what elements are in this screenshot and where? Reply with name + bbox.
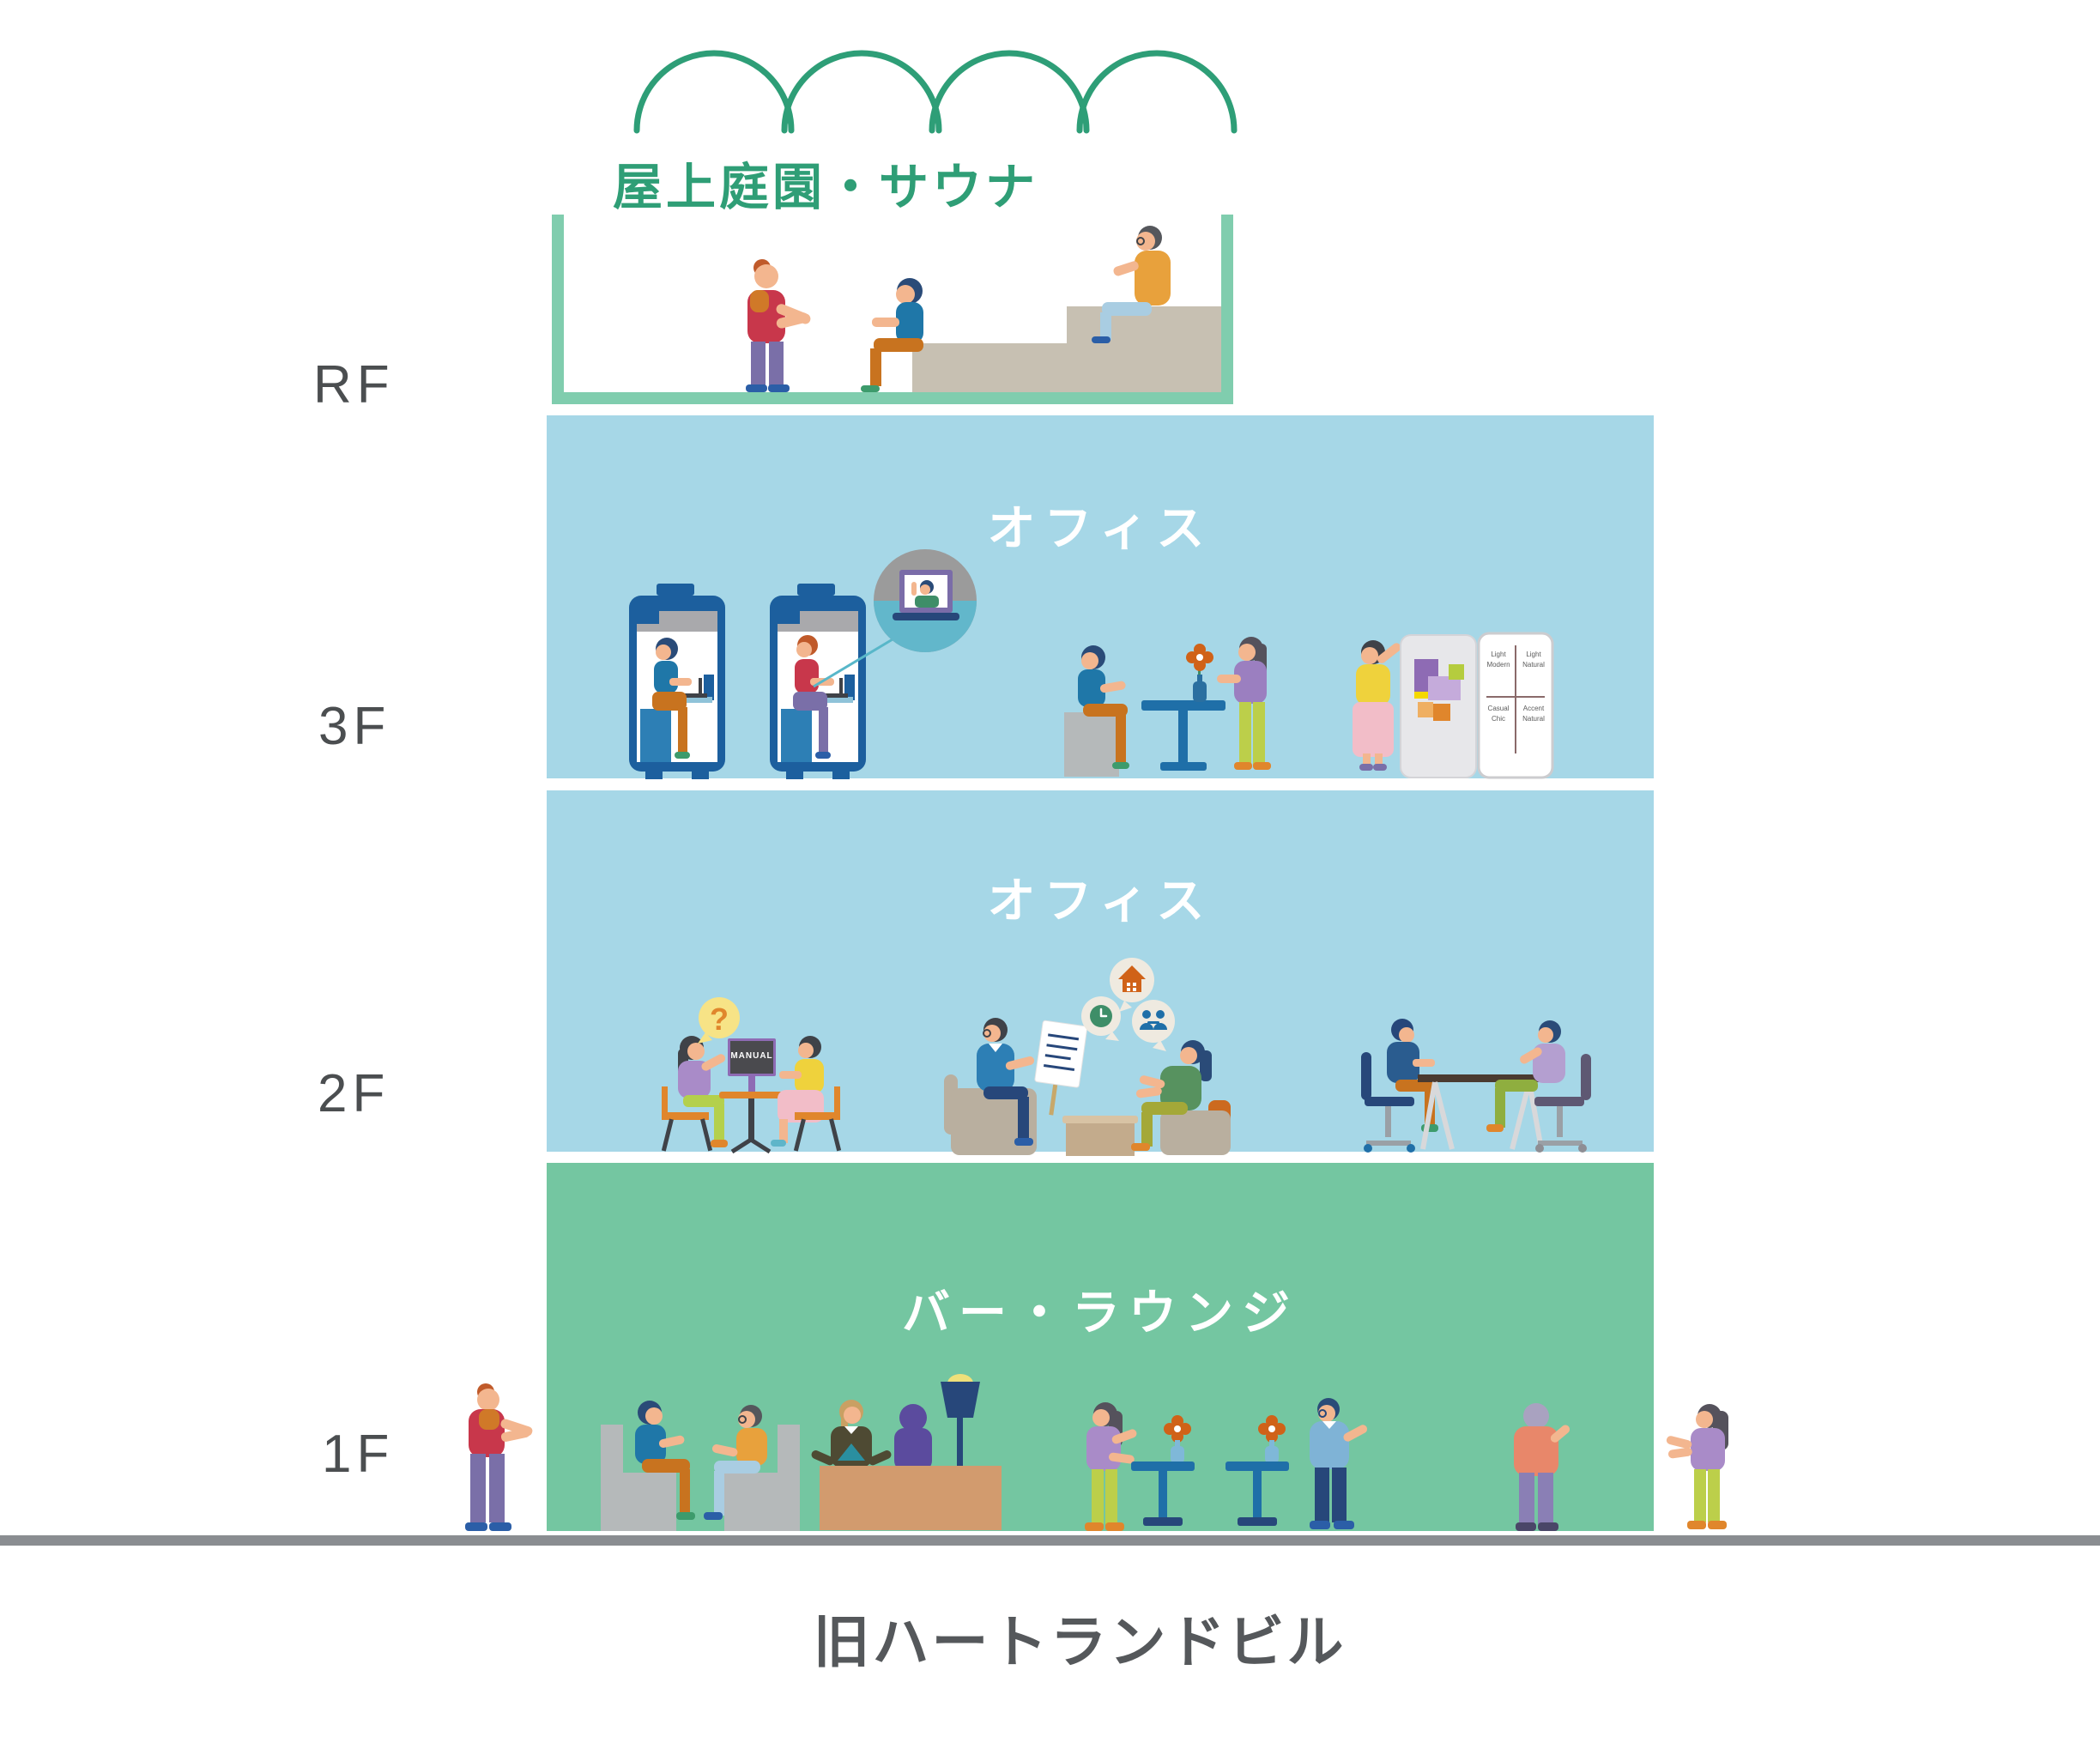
office-chair-left: [1361, 1052, 1415, 1153]
person-1f-back-view-man: [1514, 1403, 1570, 1531]
whiteboard-quadrant-1: Light Modern: [1486, 651, 1510, 669]
house-icon: [1110, 958, 1154, 1012]
meeting-table: [1418, 1074, 1546, 1150]
person-2f-woman-green: [1131, 1040, 1212, 1151]
floor-tag-rf: RF: [313, 355, 395, 415]
lamp-icon: [941, 1374, 980, 1471]
person-2f-man-hood: [1387, 1019, 1438, 1132]
video-call-bubble: [813, 549, 977, 688]
bar-counter: [820, 1466, 1002, 1530]
floor-tag-3f: 3F: [318, 697, 391, 756]
person-1f-man-table: [1310, 1398, 1368, 1529]
question-bubble: [698, 997, 740, 1044]
floor-tag-2f: 2F: [318, 1064, 390, 1123]
3f-table-group: [1064, 637, 1271, 777]
question-mark-icon: ?: [710, 1002, 729, 1037]
people-meeting-icon: [1132, 1000, 1175, 1051]
building-title: 旧ハートランドビル: [813, 1610, 1347, 1673]
person-rf-seated-woman: [861, 278, 923, 392]
person-1f-seated-man: [704, 1405, 767, 1520]
person-3f-standing-woman: [1217, 637, 1271, 770]
rf-enclosure: [552, 215, 1233, 404]
phone-booth-1: [629, 584, 725, 779]
floor-bands: [0, 415, 2100, 1546]
person-3f-whiteboard-woman: [1353, 640, 1401, 771]
low-table: [1062, 1116, 1138, 1123]
person-2f-woman-listening: [771, 1036, 842, 1152]
person-2f-woman-lavender: [1486, 1020, 1565, 1132]
monitor-screen-text: MANUAL: [730, 1051, 773, 1061]
whiteboard-quadrant-4: Accent Natural: [1522, 705, 1545, 723]
rooftop-zone-label: 屋上庭園・サウナ: [612, 160, 1038, 215]
table-orange: [719, 1092, 783, 1154]
flower-icon: [1186, 644, 1213, 702]
1f-standing-tables-group: [1085, 1398, 1368, 1531]
phone-booth-2: [770, 584, 866, 779]
3f-whiteboard-group: [1353, 632, 1554, 779]
person-1f-seated-woman: [635, 1401, 695, 1520]
floor-band-2f: [547, 790, 1654, 1152]
person-1f-outside-right-woman: [1666, 1404, 1728, 1529]
flower-icon: [1164, 1415, 1191, 1463]
floor-tag-1f: 1F: [322, 1425, 395, 1484]
whiteboard-quadrant-3: Casual Chic: [1487, 705, 1510, 723]
standing-table-2: [1226, 1415, 1289, 1526]
ground-line: [0, 1535, 2100, 1546]
bench: [1064, 712, 1119, 777]
standing-table: [1141, 700, 1226, 711]
clock-icon: [1081, 996, 1121, 1041]
2f-right-group: [1361, 1019, 1591, 1153]
standing-table-1: [1131, 1415, 1195, 1526]
2f-left-group: [661, 997, 842, 1154]
person-1f-outside-left-man: [465, 1383, 533, 1531]
speech-bubbles: [1081, 958, 1175, 1051]
person-2f-woman-asking: [678, 1036, 728, 1147]
bar-counter-group: [811, 1374, 1002, 1530]
person-booth2-man: [793, 635, 834, 759]
person-rf-standing-man: [746, 259, 811, 392]
2f-middle-group: [944, 958, 1231, 1156]
armchair-right: [1160, 1110, 1231, 1155]
person-2f-man-document: [977, 1018, 1035, 1146]
whiteboard-quadrant-2: Light Natural: [1522, 651, 1545, 669]
person-bartender: [811, 1400, 892, 1468]
flower-icon: [1258, 1415, 1286, 1463]
document-sheet: [1034, 1020, 1088, 1116]
1f-seated-pair: [601, 1401, 800, 1531]
zone-label-3f: オフィス: [987, 501, 1213, 555]
video-call-laptop-icon: [893, 570, 959, 620]
zone-label-2f: オフィス: [987, 874, 1213, 928]
rooftop-step-high: [1067, 306, 1221, 392]
person-3f-seated-woman: [1078, 645, 1129, 769]
office-chair-right: [1534, 1054, 1591, 1153]
person-rf-seated-man: [1092, 226, 1171, 343]
person-booth1-woman: [652, 638, 692, 759]
armchair-left: [951, 1088, 1037, 1155]
person-1f-woman-table: [1085, 1402, 1137, 1531]
chair-orange-1: [661, 1086, 713, 1152]
zone-label-1f: バー・ラウンジ: [902, 1286, 1298, 1340]
manual-monitor: [728, 1038, 776, 1093]
tree-arc-icon: [633, 50, 1238, 134]
